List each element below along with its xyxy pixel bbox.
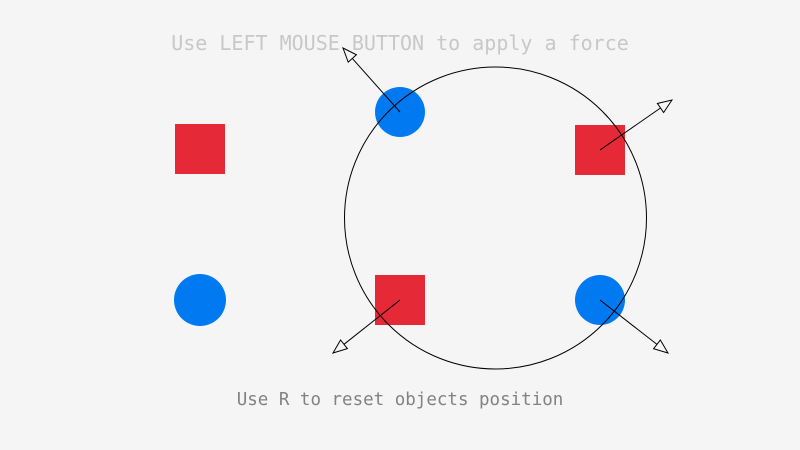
force-arrow-bottom-right-head-icon — [652, 339, 670, 354]
blue-circle-left[interactable] — [174, 274, 226, 326]
force-arrow-top-left-head-icon — [342, 46, 358, 63]
instruction-reset: Use R to reset objects position — [236, 390, 564, 410]
force-arrow-top-right-line — [599, 107, 661, 151]
force-arrow-bottom-right-line — [599, 299, 658, 345]
force-arrow-bottom-left-line — [343, 299, 401, 345]
force-arrow-top-left-line — [351, 58, 401, 113]
red-square-left[interactable] — [175, 124, 225, 174]
force-arrow-bottom-left-head-icon — [331, 339, 349, 354]
boundary-circle — [344, 66, 647, 370]
force-arrow-top-right-head-icon — [656, 99, 674, 114]
instruction-apply-force: Use LEFT MOUSE BUTTON to apply a force — [171, 31, 629, 55]
